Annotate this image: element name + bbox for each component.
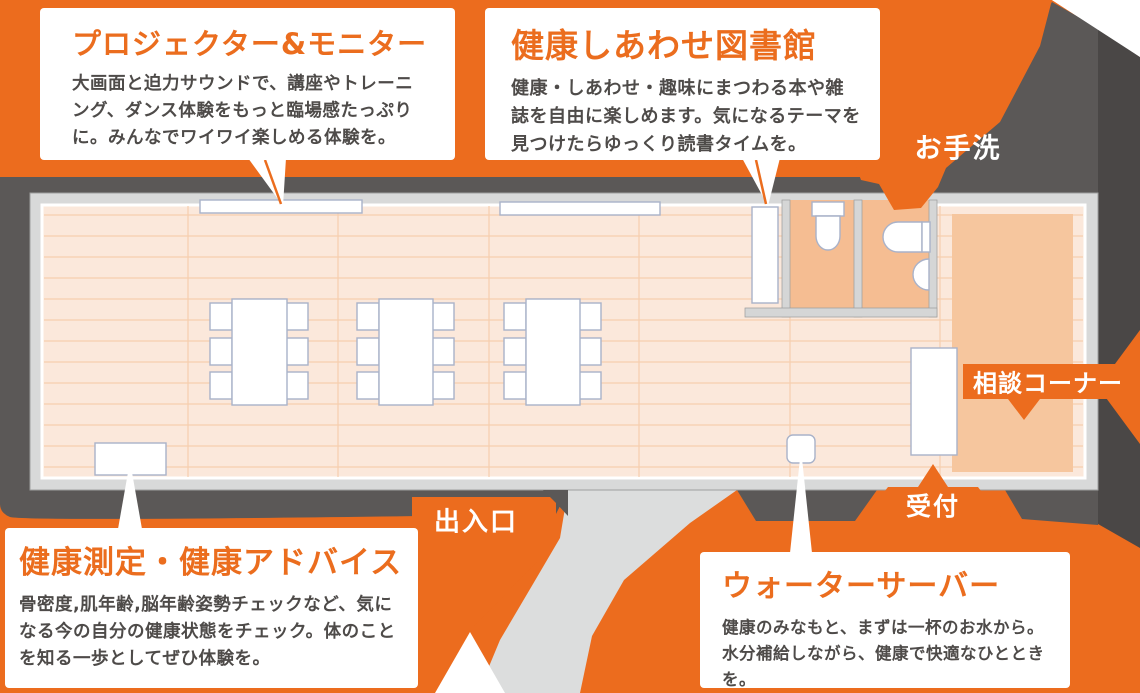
label-reception: 受付 <box>905 492 961 521</box>
chair <box>578 302 602 331</box>
callout-water-server: ウォーターサーバー 健康のみなもと、まずは一杯のお水から。水分補給しながら、健康… <box>700 552 1070 689</box>
callout-title: 健康測定・健康アドバイス <box>19 545 403 581</box>
toilet-bowl <box>815 215 841 251</box>
meeting-table-set-2 <box>356 298 455 406</box>
bookshelf <box>751 206 779 304</box>
toilet-side <box>912 258 930 291</box>
callout-body: 大画面と迫力サウンドで、講座やトレーニング、ダンス体験をもっと臨場感たっぷりに。… <box>72 74 414 149</box>
callout-body: 骨密度,肌年齢,脳年齢姿勢チェックなど、気になる今の自分の健康状態をチェック。体… <box>19 594 396 669</box>
health-check-table <box>94 442 167 476</box>
chair <box>209 337 233 366</box>
callout-title: ウォーターサーバー <box>722 569 1001 604</box>
wall-between-stalls <box>853 199 863 318</box>
chair <box>209 371 233 400</box>
library-tail-line <box>754 159 768 205</box>
background-gap <box>435 632 505 693</box>
consultation-arrow-left <box>1098 330 1140 444</box>
restroom-label-blob <box>853 0 1052 210</box>
wall-stall-right <box>928 199 938 318</box>
chair <box>285 371 309 400</box>
label-restroom: お手洗 <box>914 133 1002 165</box>
callout-health-check: 健康測定・健康アドバイス 骨密度,肌年齢,脳年齢姿勢チェックなど、気になる今の自… <box>5 528 418 688</box>
chair <box>431 337 455 366</box>
meeting-table <box>378 298 434 406</box>
chair <box>431 302 455 331</box>
urinal-tank <box>921 221 931 253</box>
label-entrance-exit: 出入口 <box>433 507 519 538</box>
meeting-table-set-1 <box>209 298 309 406</box>
wall-bookshelf-nook <box>781 199 791 318</box>
chair <box>209 302 233 331</box>
floor-seam-lines <box>187 206 941 477</box>
health-callout-tail <box>118 461 142 529</box>
meeting-table-set-3 <box>503 298 602 406</box>
chair <box>356 371 380 400</box>
entrance-label-blob <box>412 497 556 693</box>
chair <box>431 371 455 400</box>
chair <box>503 371 527 400</box>
consultation-label-band <box>963 330 1140 444</box>
callout-body: 健康のみなもと、まずは一杯のお水から。水分補給しながら、健康で快適なひとときを。 <box>722 617 1045 689</box>
chair <box>285 302 309 331</box>
water-callout-tail <box>790 449 812 553</box>
wall-shadow-corner <box>1005 490 1098 525</box>
door-jamb-shadow <box>543 490 568 516</box>
chair <box>356 337 380 366</box>
chair <box>503 302 527 331</box>
chair <box>503 337 527 366</box>
wall-shadow-segment <box>737 490 877 521</box>
entrance-walkway <box>478 490 737 693</box>
chair <box>285 337 309 366</box>
meeting-table <box>525 298 581 406</box>
projector-tail-line <box>263 159 283 205</box>
consultation-rug <box>952 214 1073 472</box>
wall-restroom-bottom <box>744 307 938 318</box>
wall-surround-right <box>1098 28 1140 548</box>
callout-title: プロジェクター&モニター <box>72 27 428 61</box>
reception-desk <box>910 347 958 456</box>
callout-library: 健康しあわせ図書館 健康・しあわせ・趣味にまつわる本や雑誌を自由に楽しめます。気… <box>485 8 880 160</box>
urinal <box>882 221 923 253</box>
toilet-tank <box>811 201 845 217</box>
toilet-stall-2 <box>862 200 929 316</box>
chair <box>578 337 602 366</box>
corner-cut <box>1052 0 1140 57</box>
chair <box>578 371 602 400</box>
callout-projector-monitor: プロジェクター&モニター 大画面と迫力サウンドで、講座やトレーニング、ダンス体験… <box>40 8 455 160</box>
monitor-screen <box>499 201 661 216</box>
meeting-table <box>231 298 288 406</box>
reception-label-blob <box>862 464 1003 520</box>
consultation-pointer-down <box>1008 399 1040 420</box>
callout-body: 健康・しあわせ・趣味にまつわる本や雑誌を自由に楽しめます。気になるテーマを見つけ… <box>511 77 861 155</box>
chair <box>356 302 380 331</box>
callout-title: 健康しあわせ図書館 <box>511 26 817 65</box>
label-consultation-corner: 相談コーナー <box>973 369 1123 398</box>
